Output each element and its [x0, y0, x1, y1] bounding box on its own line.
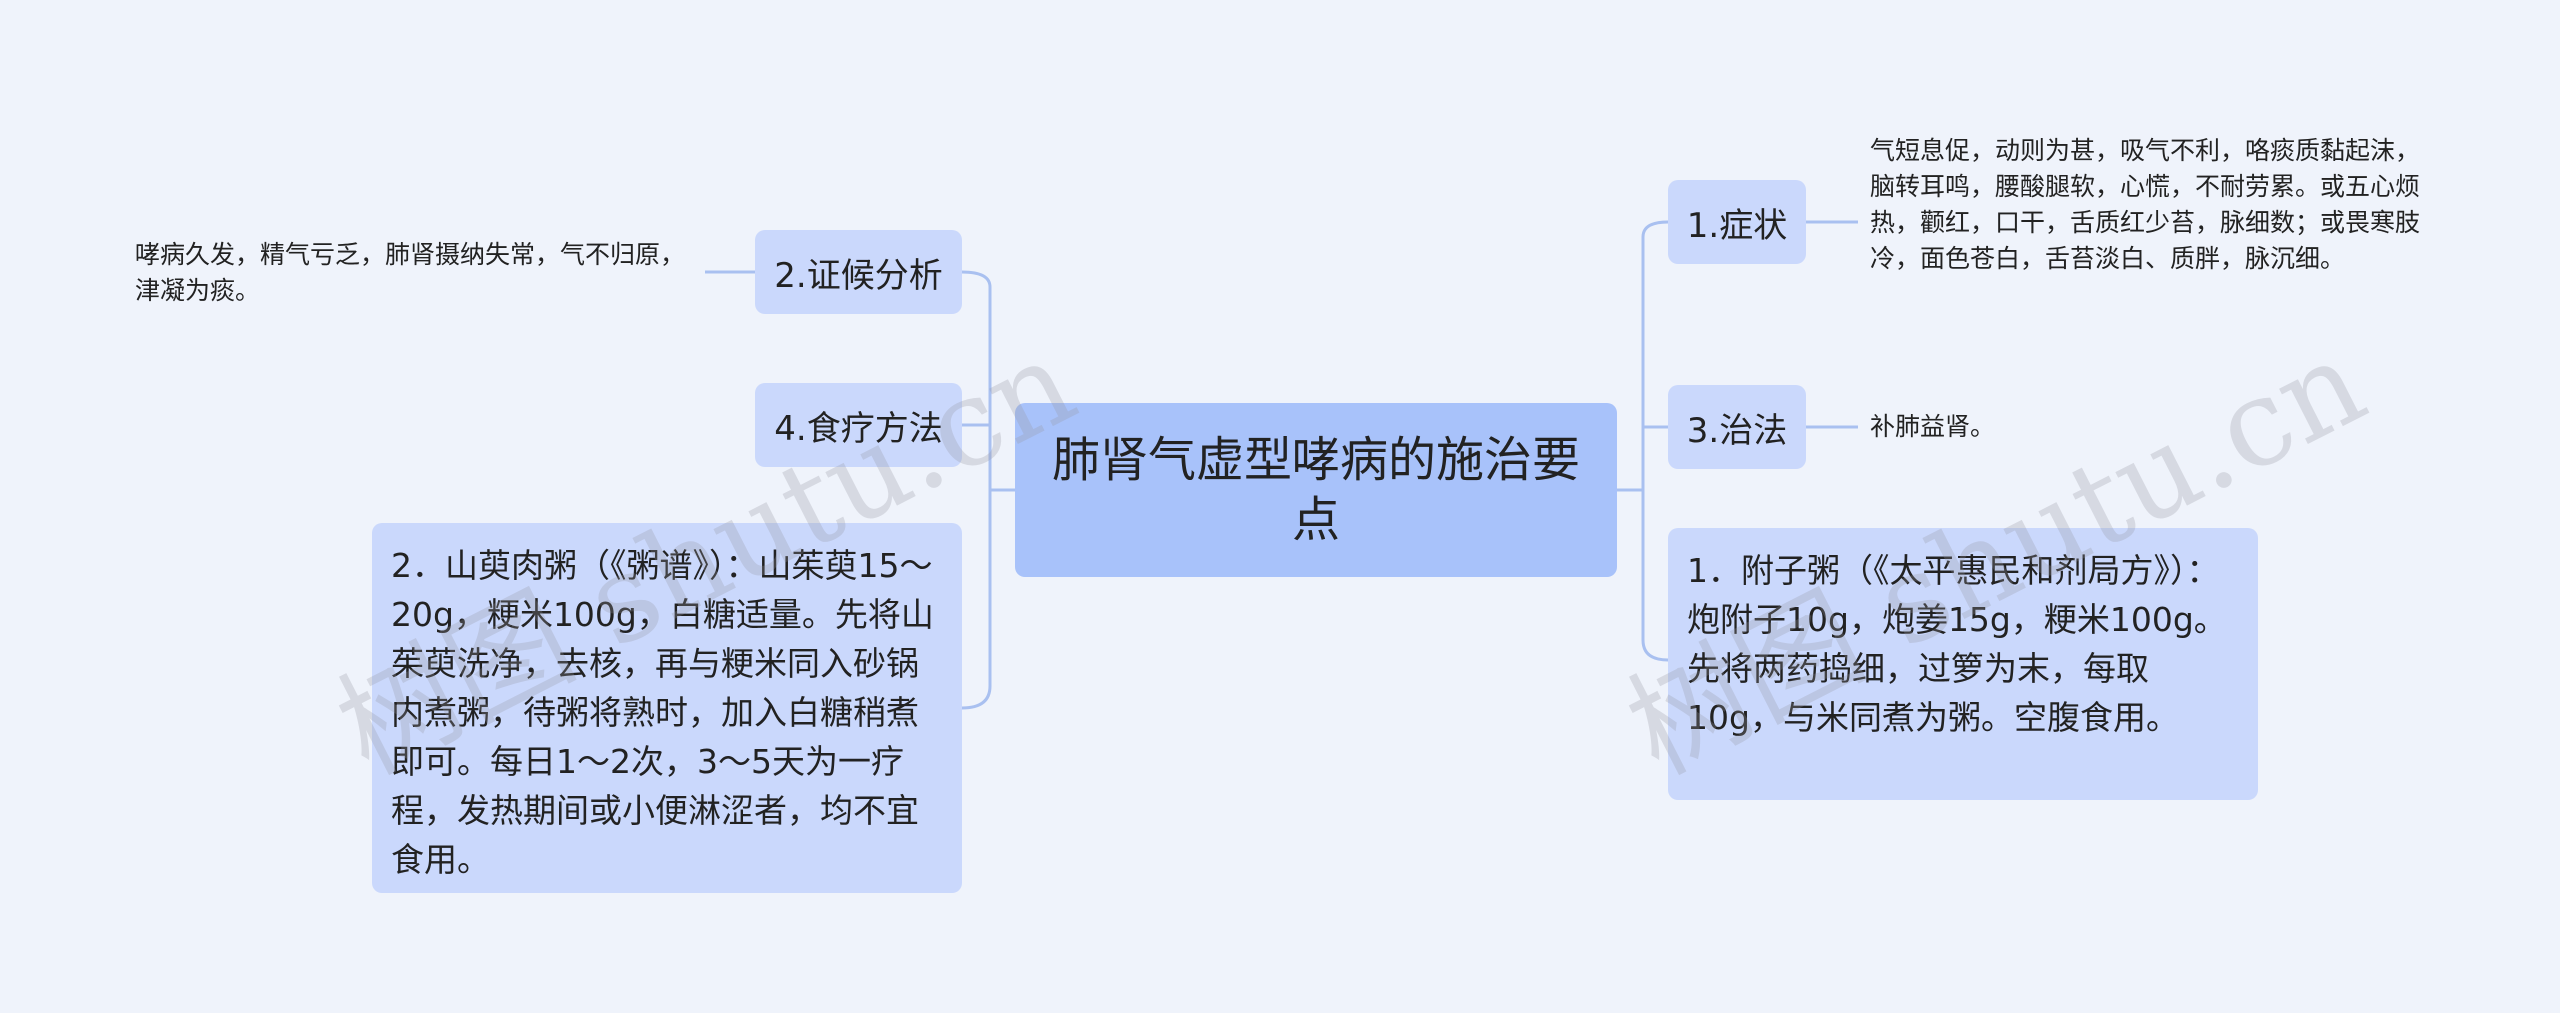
central-topic[interactable]: 肺肾气虚型哮病的施治要点 [1015, 403, 1617, 577]
node-shanyu-text: 2．山萸肉粥（《粥谱》）：山茱萸15～20g，粳米100g，白糖适量。先将山茱萸… [391, 546, 934, 879]
branch-shiliao-fangfa[interactable]: 4.食疗方法 [755, 383, 962, 467]
node-shanyu-rouzhou[interactable]: 2．山萸肉粥（《粥谱》）：山茱萸15～20g，粳米100g，白糖适量。先将山茱萸… [372, 523, 962, 893]
connector-to-shanyu [961, 685, 992, 710]
branch-zhengzhuang[interactable]: 1.症状 [1668, 180, 1806, 264]
branch-zhenghou-fenxi[interactable]: 2.证候分析 [755, 230, 962, 314]
central-topic-label: 肺肾气虚型哮病的施治要点 [1051, 432, 1580, 548]
branch-shiliao-label: 4.食疗方法 [774, 408, 943, 449]
branch-zhifa[interactable]: 3.治法 [1668, 385, 1806, 469]
branch-zhenghou-label: 2.证候分析 [774, 255, 943, 296]
connector-to-zhenghou [961, 270, 992, 288]
connector-to-zhengzhuang [1641, 220, 1669, 238]
connector-to-fuzi [1641, 639, 1669, 662]
branch-zhengzhuang-label: 1.症状 [1686, 205, 1788, 246]
leaf-zhenghou-detail: 哮病久发，精气亏乏，肺肾摄纳失常，气不归原，津凝为痰。 [135, 240, 686, 305]
leaf-zhifa-detail: 补肺益肾。 [1870, 412, 1996, 441]
branch-zhifa-label: 3.治法 [1686, 410, 1788, 451]
leaf-zhengzhuang-detail: 气短息促，动则为甚，吸气不利，咯痰质黏起沫，脑转耳鸣，腰酸腿软，心慌，不耐劳累。… [1870, 136, 2421, 273]
node-fuzi-zhou[interactable]: 1．附子粥（《太平惠民和剂局方》）：炮附子10g，炮姜15g，粳米100g。先将… [1668, 528, 2258, 800]
node-fuzi-text: 1．附子粥（《太平惠民和剂局方》）：炮附子10g，炮姜15g，粳米100g。先将… [1687, 551, 2227, 737]
